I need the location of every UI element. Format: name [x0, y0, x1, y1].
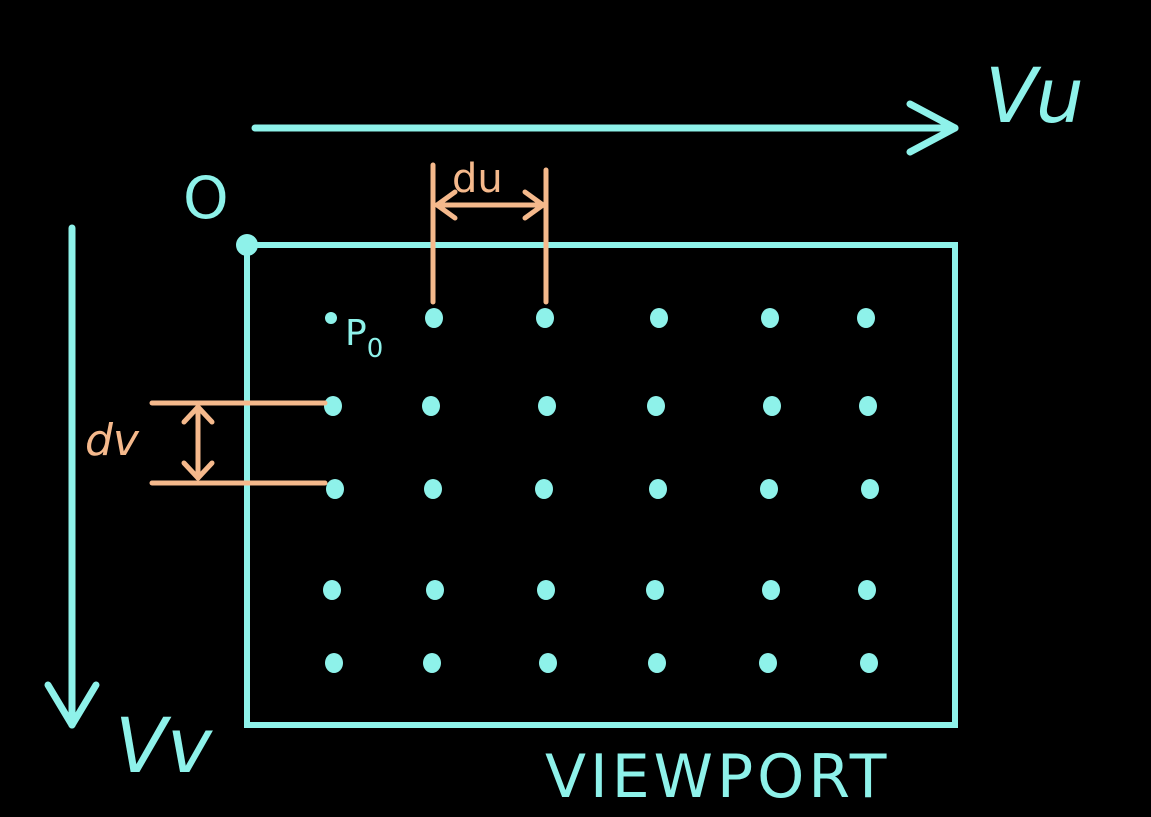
grid-point [423, 653, 441, 673]
grid-point [858, 580, 876, 600]
grid-point [648, 653, 666, 673]
grid-point [323, 580, 341, 600]
grid-point [425, 308, 443, 328]
p0-label-subscript: 0 [367, 334, 384, 364]
vu-axis-arrow [251, 100, 959, 156]
grid-point [861, 479, 879, 499]
grid-point [324, 396, 342, 416]
grid-point [326, 479, 344, 499]
du-label: du [452, 156, 503, 202]
grid-point [649, 479, 667, 499]
grid-point [763, 396, 781, 416]
p0-label-text: P [345, 313, 367, 354]
grid-point [859, 396, 877, 416]
du-measure [430, 162, 549, 305]
origin-label: O [183, 164, 229, 232]
grid-point [537, 580, 555, 600]
grid-point [646, 580, 664, 600]
vu-label: Vu [985, 51, 1084, 140]
grid-point [762, 580, 780, 600]
grid-point [539, 653, 557, 673]
grid-point [422, 396, 440, 416]
p0-label: P0 [345, 313, 383, 364]
grid-point [538, 396, 556, 416]
grid-point [761, 308, 779, 328]
grid-point [857, 308, 875, 328]
grid-point [426, 580, 444, 600]
dv-label: dv [85, 415, 140, 466]
grid-point [650, 308, 668, 328]
grid-point [760, 479, 778, 499]
grid-point [325, 653, 343, 673]
grid-point [647, 396, 665, 416]
grid-point [860, 653, 878, 673]
grid-point [325, 312, 337, 324]
viewport-label: VIEWPORT [545, 742, 890, 812]
pixel-grid [323, 308, 879, 673]
grid-point [536, 308, 554, 328]
grid-point [424, 479, 442, 499]
vv-axis-arrow [44, 224, 100, 729]
grid-point [535, 479, 553, 499]
grid-point [759, 653, 777, 673]
vv-label: Vv [115, 701, 213, 790]
dv-measure [149, 400, 328, 486]
